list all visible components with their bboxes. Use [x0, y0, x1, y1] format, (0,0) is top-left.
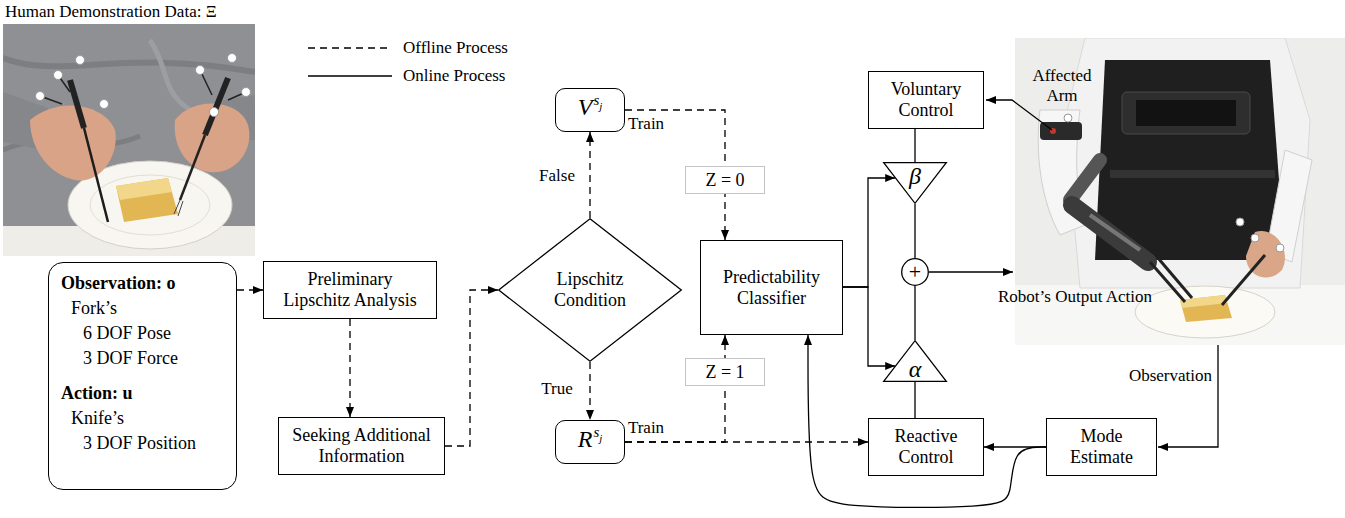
figure-title: Human Demonstration Data: Ξ	[5, 2, 217, 22]
shape-outline	[884, 341, 947, 382]
node-text: Lipschitz Condition	[540, 269, 640, 311]
offline-connector	[589, 362, 590, 420]
sum-junction: +	[901, 258, 929, 286]
operator-symbol: β	[909, 164, 921, 188]
node-text: Mode Estimate	[1054, 426, 1149, 468]
online-connector	[914, 286, 915, 340]
node-text: Knife’s	[71, 406, 124, 431]
offline-connector	[237, 289, 263, 290]
online-connector	[843, 287, 895, 366]
edge-label: False	[536, 166, 578, 186]
demonstration-photo	[3, 24, 255, 256]
shape-outline	[499, 219, 682, 362]
gain-triangle: α	[883, 340, 947, 382]
offline-connector	[625, 441, 868, 442]
decision-diamond: Lipschitz Condition	[498, 218, 682, 362]
signal-label: Robot’s Output Action	[998, 287, 1152, 307]
callout-label: Affected Arm	[1026, 66, 1098, 106]
input-output-box: Observation: oFork’s6 DOF Pose3 DOF Forc…	[48, 262, 237, 490]
process-box: Seeking Additional Information	[278, 417, 445, 475]
condition-tag: Z = 0	[685, 166, 765, 194]
legend-text: Offline Process	[403, 38, 508, 58]
edge-label: Train	[625, 418, 667, 438]
node-text: 6 DOF Pose	[83, 321, 171, 346]
math-symbol: j	[599, 432, 602, 444]
online-connector	[914, 129, 915, 162]
online-connector	[914, 382, 915, 418]
math-symbol: j	[599, 100, 602, 112]
value-function-box: Vsj	[555, 88, 625, 132]
signal-arrows	[929, 100, 1218, 447]
condition-tag: Z = 1	[685, 358, 765, 386]
node-text: Action: u	[61, 381, 133, 406]
math-symbol: s	[593, 92, 599, 108]
control-box: Reactive Control	[868, 418, 984, 476]
estimator-box: Mode Estimate	[1046, 418, 1157, 476]
offline-connector	[625, 335, 725, 442]
process-box: Preliminary Lipschitz Analysis	[263, 261, 437, 319]
node-text: Preliminary Lipschitz Analysis	[278, 269, 423, 311]
legend-text: Online Process	[403, 66, 505, 86]
control-box: Voluntary Control	[868, 71, 984, 129]
node-text: Observation: o	[61, 271, 176, 296]
signal-label: Observation	[1129, 366, 1212, 386]
node-text: Predictability Classifier	[709, 267, 834, 309]
math-symbol: V	[578, 94, 593, 120]
node-text: Seeking Additional Information	[287, 425, 437, 467]
node-text: Fork’s	[71, 296, 117, 321]
offline-connector	[589, 132, 590, 218]
node-text: Reactive Control	[876, 426, 976, 468]
gain-triangle: β	[883, 162, 947, 204]
sum-circle	[902, 259, 929, 286]
online-connector	[914, 204, 915, 258]
node-text: Voluntary Control	[876, 79, 976, 121]
operator-symbol: +	[909, 261, 921, 283]
online-connector	[843, 178, 895, 287]
classifier-box: Predictability Classifier	[700, 240, 843, 335]
shape-outline	[884, 163, 947, 204]
edge-note: Train	[626, 114, 666, 134]
math-symbol: s	[593, 424, 599, 440]
node-text: 3 DOF Position	[83, 431, 196, 456]
legend-samples	[308, 48, 392, 76]
online-connector	[808, 335, 1046, 507]
offline-connector	[349, 319, 350, 417]
node-text: 3 DOF Force	[83, 346, 178, 371]
offline-connector	[445, 290, 498, 446]
edge-label: True	[538, 379, 576, 399]
math-symbol: R	[578, 426, 593, 452]
value-function-box: Rsj	[555, 420, 625, 464]
operator-symbol: α	[909, 357, 922, 381]
